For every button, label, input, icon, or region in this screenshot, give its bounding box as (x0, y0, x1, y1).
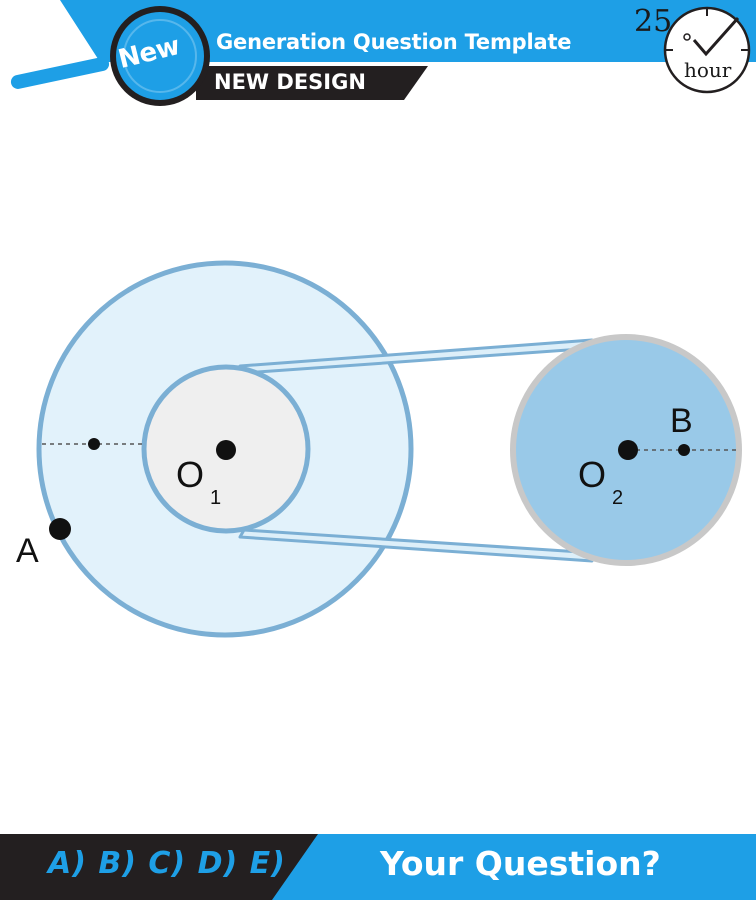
label-o2-sub: 2 (612, 487, 623, 509)
clock-number: 25 (634, 4, 673, 39)
dot-mid-radius (88, 438, 100, 450)
question-text: Your Question? (380, 844, 661, 883)
label-o1-sub: 1 (210, 487, 221, 509)
magnifier-icon (10, 6, 210, 106)
header-subtitle: NEW DESIGN (214, 70, 366, 94)
belt-lower (238, 528, 598, 563)
header-title: Generation Question Template (216, 30, 572, 54)
label-o2: O (578, 454, 606, 495)
checkmark-icon (692, 17, 740, 57)
header-blue-band (60, 0, 756, 62)
answer-options: A) B) C) D) E) (48, 846, 286, 881)
footer-blue-band (272, 834, 756, 900)
pulley-diagram: A B O 1 O 2 (16, 260, 742, 638)
label-a: A (16, 532, 39, 570)
point-b-dot (678, 444, 690, 456)
footer-banner (0, 834, 756, 900)
center-o1-dot (216, 440, 236, 460)
point-a-dot (49, 518, 71, 540)
label-b: B (670, 402, 693, 440)
subtitle-ribbon (196, 66, 428, 100)
clock-unit: hour (684, 58, 732, 82)
header-banner (10, 0, 756, 106)
label-o1: O (176, 454, 204, 495)
center-o2-dot (618, 440, 638, 460)
